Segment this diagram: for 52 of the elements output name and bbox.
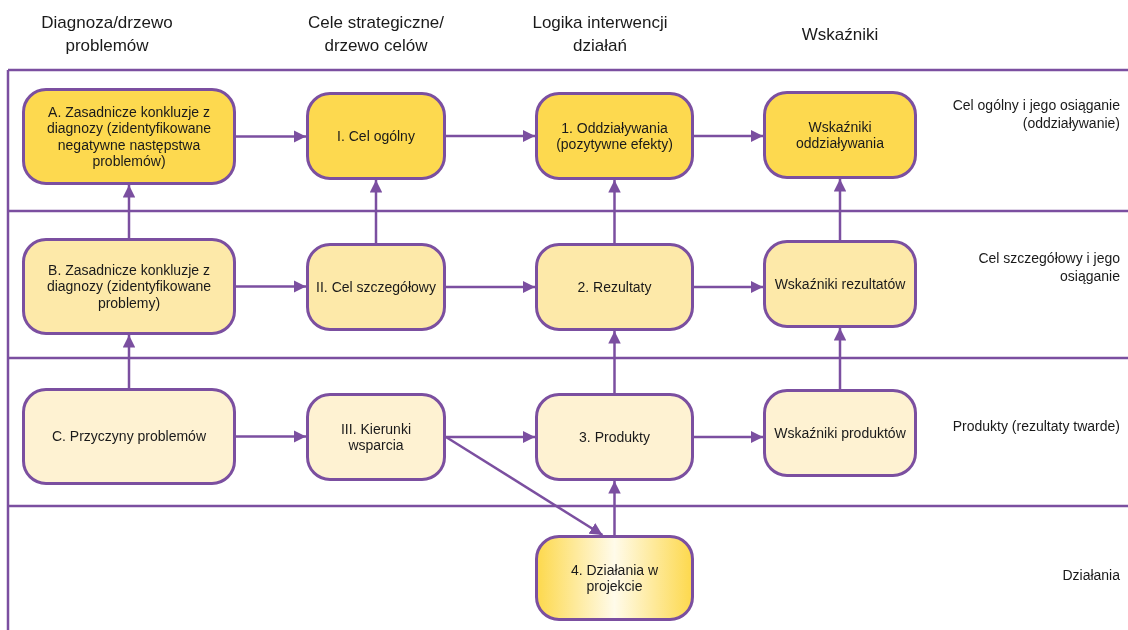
row-label: Cel szczegółowy i jego osiąganie [977,250,1120,285]
process-box [22,238,236,335]
process-box [763,389,917,477]
arrow [608,331,621,393]
box-label: III. Kierunki wsparcia [340,420,412,454]
row-label: Produkty (rezultaty twarde) [951,418,1120,436]
process-box [763,240,917,328]
box-label: Wskaźniki rezultatów [774,275,906,293]
box-label: I. Cel ogólny [337,127,415,145]
process-box [535,535,694,621]
process-box [22,88,236,185]
box-label: A. Zasadnicze konkluzje z diagnozy (zidentyfikowane negatywne następstwa problemów) [45,104,213,169]
process-box [306,393,446,481]
arrow [236,130,306,143]
arrow [694,430,763,444]
arrow [694,129,763,143]
box-label: Wskaźniki produktów [774,424,906,442]
arrow [608,180,621,243]
box-label: 1. Oddziaływania (pozytywne efekty) [555,119,674,153]
arrow [833,179,847,240]
process-box [535,243,694,331]
process-box [306,243,446,331]
column-heading: Logika interwencji działań [531,12,669,57]
arrow [236,280,306,293]
box-label: 2. Rezultaty [577,278,652,296]
row-label: Działania [1061,567,1120,585]
column-heading: Wskaźniki [800,24,880,46]
process-box [306,92,446,180]
box-label: Wskaźniki oddziaływania [795,118,885,152]
box-label: 4. Działania w projekcie [569,561,660,595]
arrow [446,280,535,294]
box-label: 3. Produkty [579,428,650,446]
arrow [236,430,306,443]
column-heading: Diagnoza/drzewo problemów [40,12,174,57]
arrow [445,435,604,537]
process-box [535,92,694,180]
arrow [122,335,136,388]
arrow [369,180,383,243]
process-box [535,393,694,481]
box-label: B. Zasadnicze konkluzje z diagnozy (zidentyfikowane problemy) [45,262,213,311]
column-heading: Cele strategiczne/ drzewo celów [306,12,446,57]
arrow [608,481,621,535]
box-label: C. Przyczyny problemów [51,428,206,445]
process-box [22,388,236,485]
arrow [122,185,136,238]
arrow [446,129,535,143]
process-box [763,91,917,179]
box-label: II. Cel szczegółowy [316,278,436,296]
arrow [446,430,535,444]
row-label: Cel ogólny i jego osiąganie (oddziaływanie) [951,97,1120,132]
arrow [833,328,847,389]
arrow [694,280,763,294]
